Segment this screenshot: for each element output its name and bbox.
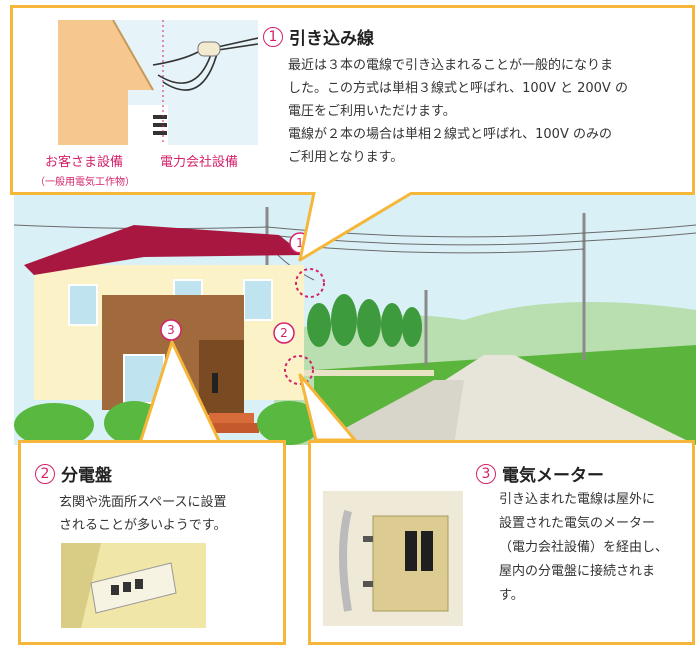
marker-1-label: 1	[296, 236, 304, 250]
section3-line4: 屋内の分電盤に接続されま	[499, 564, 656, 579]
callout-box-2: 2 分電盤 玄関や洗面所スペースに設置 されることが多いようです。	[18, 440, 286, 645]
section3-line3: （電力会社設備）を経由し、	[499, 540, 669, 555]
section2-title-text: 分電盤	[61, 466, 112, 486]
section3-line5: す。	[499, 588, 524, 603]
service-drop-illustration	[58, 20, 258, 145]
section3-line2: 設置された電気のメーター	[499, 516, 656, 531]
section2-line1: 玄関や洗面所スペースに設置	[59, 495, 227, 510]
marker-3-label: 3	[167, 323, 175, 337]
section2-title: 2 分電盤	[35, 461, 112, 486]
section1-para2-line1: 電線が２本の場合は単相２線式と呼ばれ、100V のみの	[288, 127, 612, 142]
label-customer-equipment-note: （一般用電気工作物）	[35, 177, 135, 188]
section3-number: 3	[476, 463, 496, 484]
section1-para1-line2: した。この方式は単相３線式と呼ばれ、100V と 200V の	[288, 81, 628, 96]
section1-title: 1 引き込み線	[263, 24, 374, 49]
section1-para1-line1: 最近は３本の電線で引き込まれることが一般的になりま	[288, 58, 614, 73]
marker-2-label: 2	[280, 326, 288, 340]
section1-para2-line2: ご利用となります。	[288, 150, 404, 165]
section1-title-text: 引き込み線	[289, 29, 374, 49]
section3-title-text: 電気メーター	[502, 466, 604, 486]
section2-body: 玄関や洗面所スペースに設置 されることが多いようです。	[59, 491, 279, 537]
section1-number: 1	[263, 26, 283, 47]
section3-body: 引き込まれた電線は屋外に 設置された電気のメーター （電力会社設備）を経由し、 …	[499, 488, 689, 608]
electric-meter-illustration	[323, 491, 463, 626]
section3-line1: 引き込まれた電線は屋外に	[499, 492, 656, 507]
label-customer-equipment: お客さま設備	[45, 155, 124, 170]
section1-para1-line3: 電圧をご利用いただけます。	[288, 104, 456, 119]
section1-body: 最近は３本の電線で引き込まれることが一般的になりま した。この方式は単相３線式と…	[288, 54, 688, 169]
section2-number: 2	[35, 463, 55, 484]
marker-3	[160, 319, 182, 341]
distribution-board-illustration	[61, 543, 206, 628]
section2-line2: されることが多いようです。	[59, 518, 227, 533]
label-company-equipment: 電力会社設備	[160, 155, 239, 170]
marker-2	[273, 322, 295, 344]
callout-box-1: お客さま設備 （一般用電気工作物） 電力会社設備 1 引き込み線 最近は３本の電…	[10, 5, 695, 195]
section3-title: 3 電気メーター	[476, 461, 604, 486]
callout-box-3: 3 電気メーター 引き込まれた電線は屋外に 設置された電気のメーター （電力会社…	[308, 440, 695, 645]
